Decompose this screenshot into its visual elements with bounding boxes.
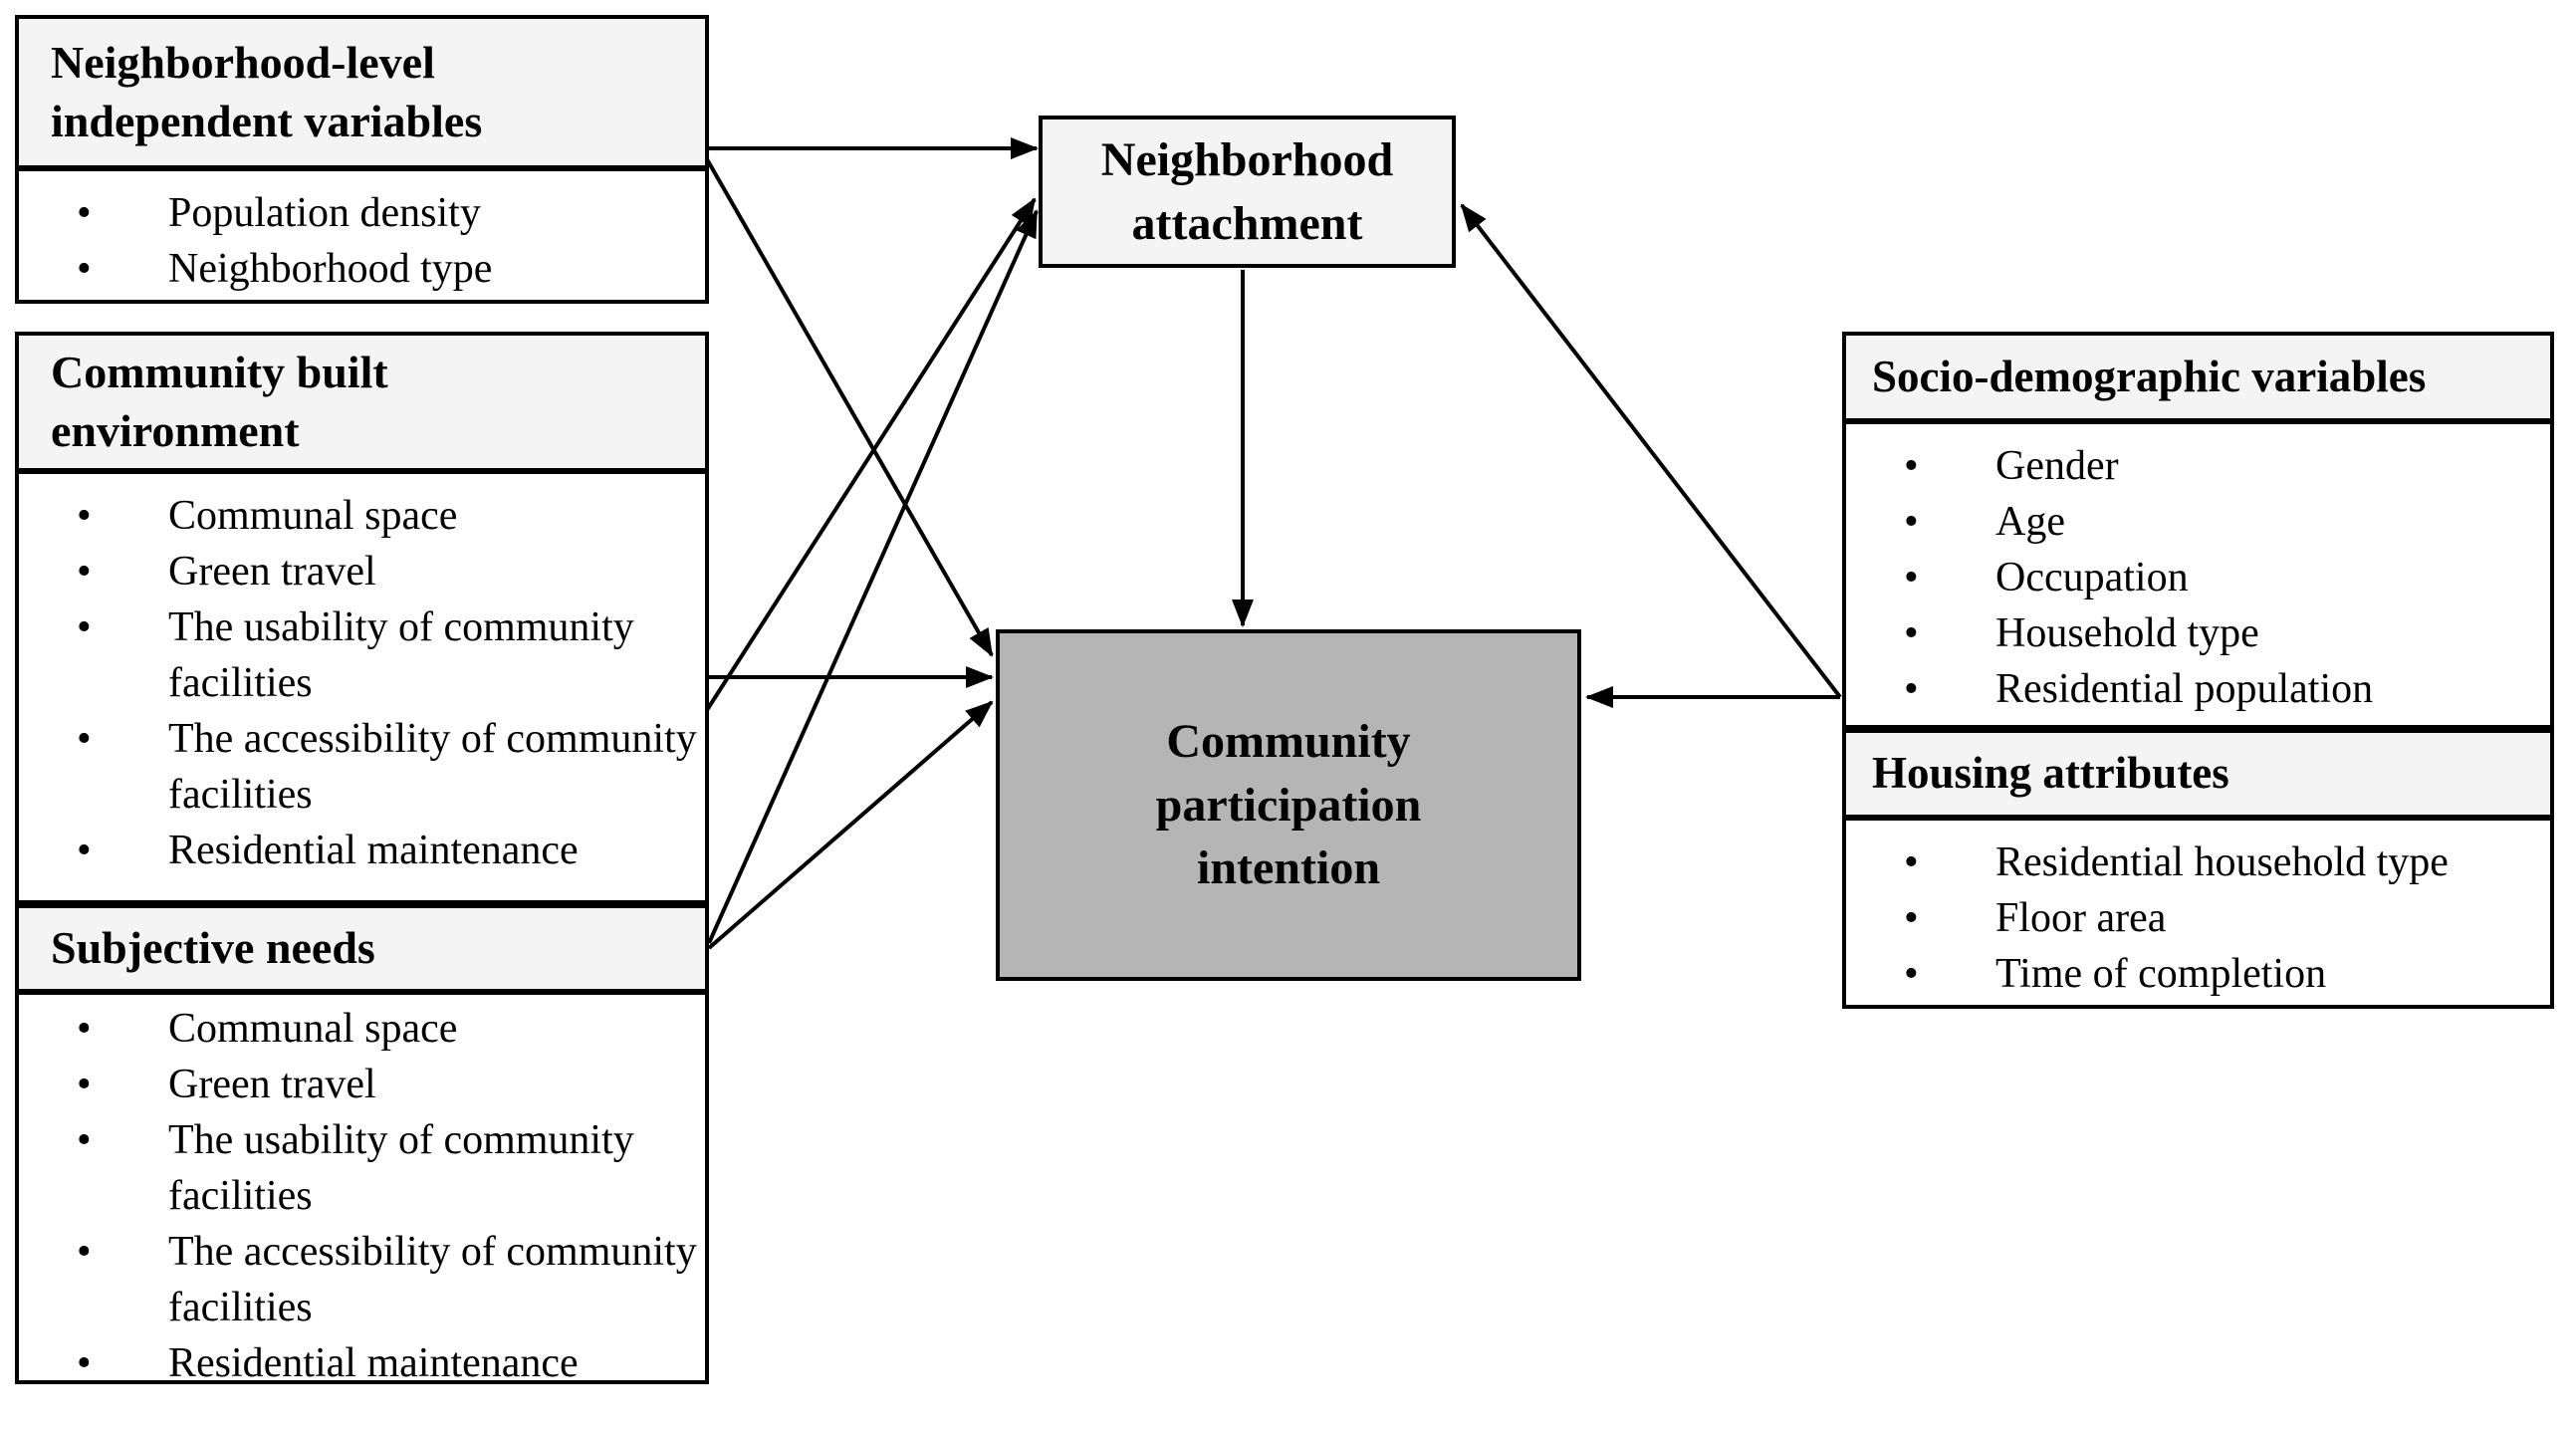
list-item: Green travel: [19, 544, 699, 599]
arrow-subjective-needs-to-attachment: [707, 209, 1039, 944]
neighborhood-attachment-box: Neighborhood attachment: [1039, 116, 1456, 268]
list-item: Communal space: [19, 488, 699, 544]
list-item: Residential maintenance: [19, 1335, 699, 1391]
neighborhood-level-title-text: Neighborhood-level independent variables: [51, 36, 483, 146]
subjective-needs-title-text: Subjective needs: [51, 922, 375, 974]
list-item: Residential maintenance: [19, 823, 699, 878]
list-item: Population density: [19, 185, 699, 241]
list-item: The accessibility of community facilitie…: [19, 711, 699, 823]
list-item: Floor area: [1846, 890, 2544, 946]
neighborhood-attachment-label: Neighborhood attachment: [1100, 133, 1394, 250]
arrow-built-environment-to-attachment: [705, 197, 1037, 712]
subjective-needs-list: Communal spaceGreen travelThe usability …: [19, 995, 705, 1391]
list-item: Communal space: [19, 1001, 699, 1057]
socio-demographic-list: GenderAgeOccupationHousehold typeResiden…: [1846, 424, 2550, 725]
socio-demographic-box: Socio-demographic variables GenderAgeOcc…: [1842, 332, 2554, 729]
socio-demographic-title-text: Socio-demographic variables: [1872, 351, 2427, 401]
community-built-box: Community built environment Communal spa…: [15, 332, 709, 904]
arrow-sociodemographic-to-attachment: [1460, 203, 1842, 699]
neighborhood-level-title: Neighborhood-level independent variables: [19, 19, 705, 171]
arrow-neighborhood-level-to-participation: [705, 158, 994, 657]
community-built-title: Community built environment: [19, 336, 705, 474]
community-participation-box: Community participation intention: [996, 629, 1581, 981]
neighborhood-level-list: Population densityNeighborhood type: [19, 171, 705, 300]
list-item: The usability of community facilities: [19, 599, 699, 711]
list-item: Household type: [1846, 605, 2544, 661]
list-item: Neighborhood type: [19, 241, 699, 297]
list-item: Occupation: [1846, 550, 2544, 605]
list-item: Time of completion: [1846, 946, 2544, 1002]
list-item: Residential household type: [1846, 835, 2544, 890]
housing-attributes-title: Housing attributes: [1846, 733, 2550, 821]
list-item: The usability of community facilities: [19, 1112, 699, 1224]
housing-attributes-box: Housing attributes Residential household…: [1842, 729, 2554, 1009]
list-item: Residential population: [1846, 661, 2544, 717]
list-item: Age: [1846, 494, 2544, 550]
subjective-needs-title: Subjective needs: [19, 908, 705, 995]
list-item: Gender: [1846, 438, 2544, 494]
community-participation-label: Community participation intention: [1155, 715, 1422, 895]
housing-attributes-title-text: Housing attributes: [1872, 748, 2229, 799]
list-item: The accessibility of community facilitie…: [19, 1224, 699, 1335]
arrow-subjective-needs-to-participation: [707, 700, 994, 950]
subjective-needs-box: Subjective needs Communal spaceGreen tra…: [15, 904, 709, 1391]
housing-attributes-list: Residential household typeFloor areaTime…: [1846, 821, 2550, 1005]
list-item: Green travel: [19, 1057, 699, 1112]
community-built-list: Communal spaceGreen travelThe usability …: [19, 474, 705, 900]
community-built-title-text: Community built environment: [51, 346, 388, 456]
socio-demographic-title: Socio-demographic variables: [1846, 336, 2550, 424]
neighborhood-level-box: Neighborhood-level independent variables…: [15, 15, 709, 304]
